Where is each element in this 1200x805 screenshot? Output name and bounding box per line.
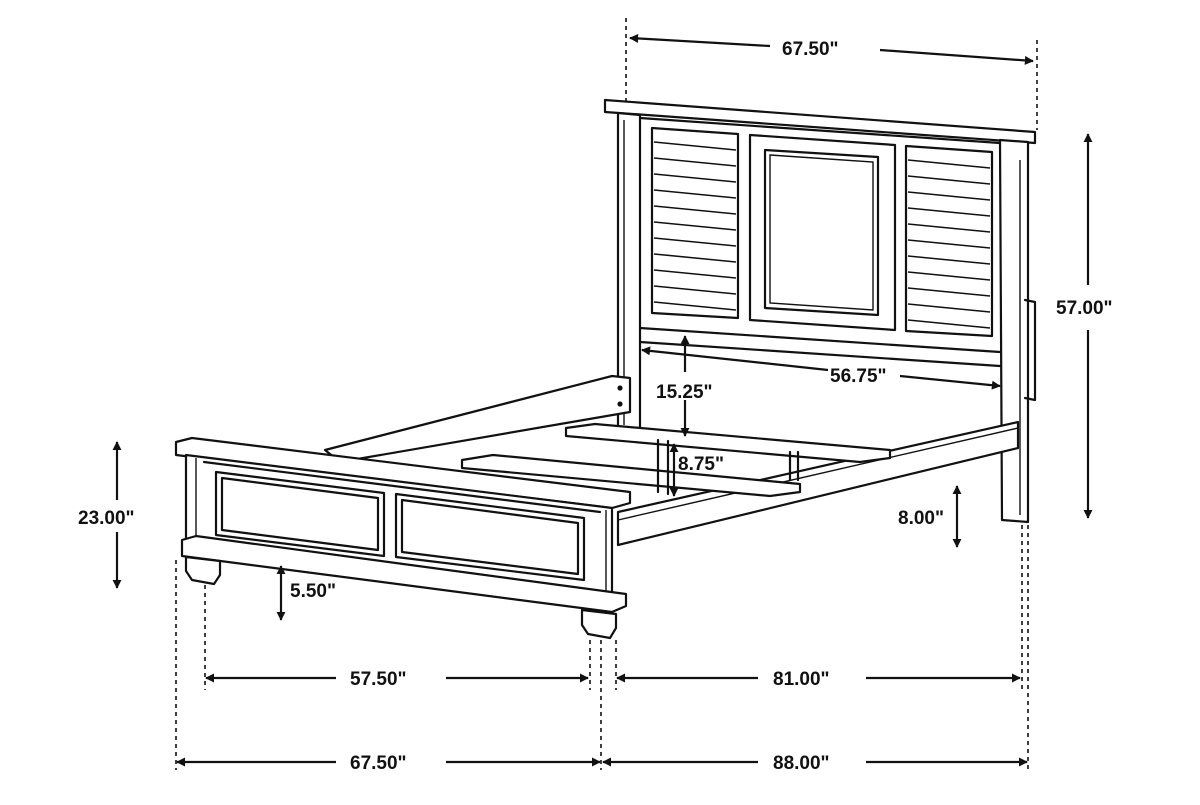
overall-width-label: 67.50": [350, 753, 407, 774]
inner-length-label: 81.00": [773, 669, 830, 690]
headboard: [603, 98, 1037, 524]
headboard-height-label: 57.00": [1056, 298, 1113, 319]
footboard-height-label: 23.00": [78, 508, 135, 529]
headboard-clearance-label: 15.25": [656, 382, 713, 403]
overall-length-label: 88.00": [773, 753, 830, 774]
extension-lines: [175, 18, 1038, 770]
rail-depth-label: 8.75": [678, 454, 724, 475]
dimension-arrows: [112, 33, 1093, 767]
louver-slats: [653, 141, 991, 329]
inner-width-label: 57.50": [350, 669, 407, 690]
headboard-width-label: 67.50": [782, 39, 839, 60]
dimension-labels: 67.50" 57.00" 56.75" 15.25" 8.75" 8.00" …: [78, 39, 1113, 774]
footboard: [174, 436, 632, 640]
side-rail-height-label: 8.00": [898, 508, 944, 529]
headboard-inner-width-label: 56.75": [830, 366, 887, 387]
frame-rails: [323, 374, 1020, 547]
leg-height-label: 5.50": [290, 581, 336, 602]
